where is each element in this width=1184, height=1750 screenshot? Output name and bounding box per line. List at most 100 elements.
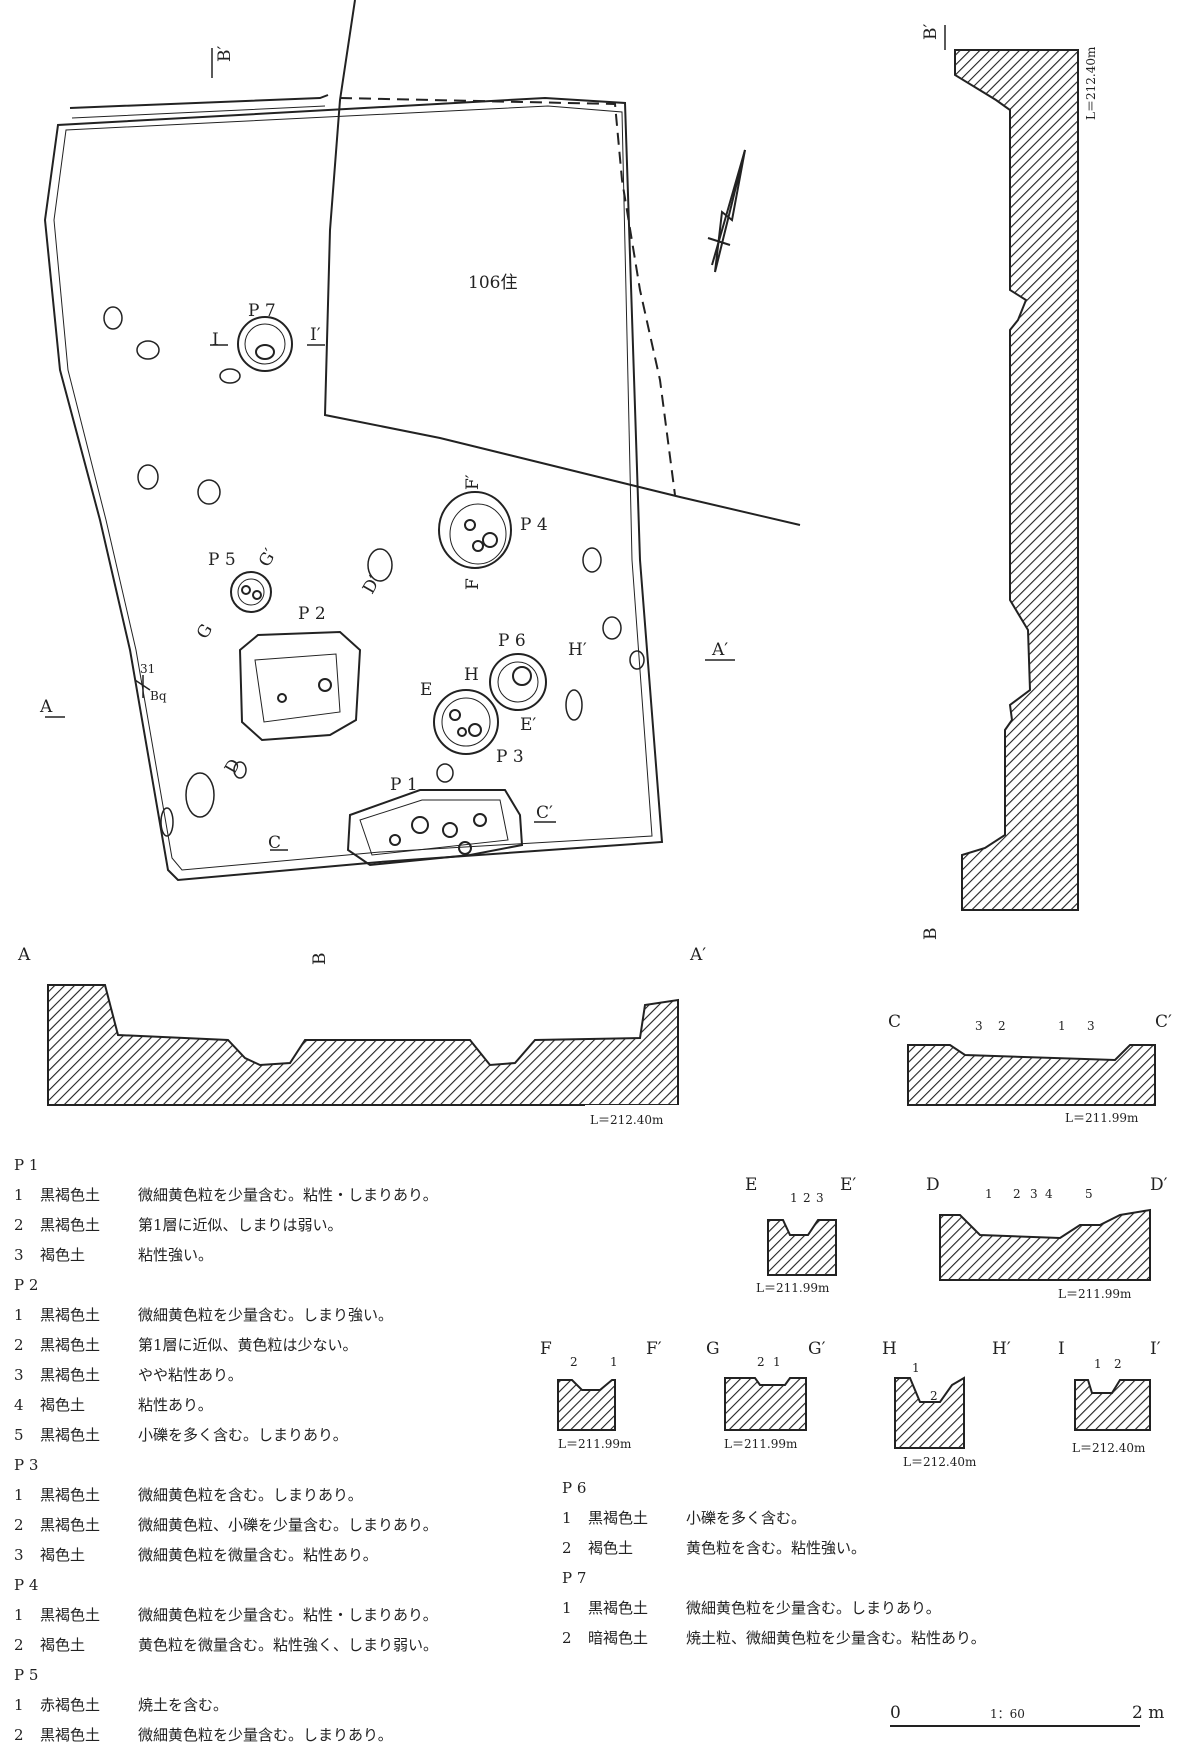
plan-labels: 106住 P 7 P 4 P 5 P 2 P 6 P 3 P 1 31 Bq I…: [39, 46, 728, 965]
marker-F2: F′: [463, 474, 483, 490]
soil-type: 黒褐色土: [40, 1606, 101, 1624]
EE-layer: 3: [816, 1191, 824, 1205]
DD-layer: 3: [1030, 1187, 1038, 1201]
soil-type: 黒褐色土: [40, 1216, 101, 1234]
EE-right: E′: [840, 1175, 856, 1195]
FF-right: F′: [646, 1339, 662, 1359]
soil-type: 黒褐色土: [40, 1426, 101, 1444]
soil-type: 黒褐色土: [40, 1336, 101, 1354]
FF-left: F: [540, 1339, 552, 1359]
section-II: I I′ 1 2 L＝212.40m: [1058, 1339, 1161, 1455]
section-FF: F F′ 2 1 L＝211.99m: [540, 1339, 662, 1451]
layer-number: 5: [14, 1426, 24, 1444]
layer-number: 3: [14, 1366, 24, 1384]
scale-bar: 0 1：60 2 m: [890, 1703, 1164, 1727]
pit-label-p3: P 3: [496, 747, 524, 767]
pit-label-p6: P 6: [498, 631, 526, 651]
CC-layer: 2: [998, 1019, 1006, 1033]
CC-left: C: [888, 1012, 901, 1032]
soil-type: 黒褐色土: [40, 1486, 101, 1504]
marker-I: I: [212, 330, 219, 350]
pit-p6: [489, 653, 547, 711]
soil-type: 黒褐色土: [588, 1509, 649, 1527]
marker-E2: E′: [520, 715, 536, 735]
soil-description: 微細黄色粒、小礫を少量含む。しまりあり。: [138, 1516, 438, 1534]
BB-bottom: B: [921, 928, 941, 941]
GG-layer: 1: [773, 1355, 781, 1369]
pit-p2: [238, 630, 362, 742]
II-left: I: [1058, 1339, 1065, 1359]
AA-level: L＝212.40m: [590, 1113, 664, 1127]
layer-number: 1: [14, 1486, 24, 1504]
section-GG: G G′ 2 1 L＝211.99m: [706, 1339, 826, 1451]
soil-description: 焼土粒、微細黄色粒を少量含む。粘性あり。: [686, 1629, 986, 1647]
legend-pit-heading: P 5: [14, 1666, 39, 1684]
marker-D2: D′: [359, 572, 385, 597]
soil-type: 黒褐色土: [40, 1516, 101, 1534]
marker-G2: G′: [255, 545, 281, 570]
soil-type: 黒褐色土: [40, 1306, 101, 1324]
marker-E: E: [420, 680, 432, 700]
CC-level: L＝211.99m: [1065, 1111, 1139, 1125]
layer-number: 3: [14, 1246, 24, 1264]
soil-description: 粘性あり。: [138, 1396, 213, 1414]
soil-description: 黄色粒を微量含む。粘性強く、しまり弱い。: [138, 1636, 439, 1654]
DD-layer: 1: [985, 1187, 993, 1201]
EE-layer: 2: [803, 1191, 811, 1205]
FF-layer: 2: [570, 1355, 578, 1369]
marker-I2: I′: [310, 325, 321, 345]
section-EE: E E′ 1 2 3 L＝211.99m: [745, 1175, 856, 1295]
soil-description: 黄色粒を含む。粘性強い。: [686, 1539, 867, 1557]
soil-description: 微細黄色粒を少量含む。しまりあり。: [686, 1599, 941, 1617]
marker-G: G: [193, 621, 217, 643]
DD-level: L＝211.99m: [1058, 1287, 1132, 1301]
grid-label-code: Bq: [150, 689, 167, 703]
dwelling-outline-inner: [53, 105, 653, 871]
CC-layer: 3: [1087, 1019, 1095, 1033]
grid-label-number: 31: [140, 662, 155, 676]
soil-type: 褐色土: [40, 1636, 86, 1654]
soil-description: 微細黄色粒を含む。しまりあり。: [138, 1486, 363, 1504]
layer-number: 1: [14, 1186, 24, 1204]
scale-zero: 0: [890, 1703, 901, 1723]
plan-view: [43, 0, 801, 882]
soil-description: 第1層に近似、しまりは弱い。: [138, 1216, 343, 1234]
section-AA: A A′ L＝212.40m: [17, 945, 706, 1127]
DD-layer: 2: [1013, 1187, 1021, 1201]
CC-layer: 1: [1058, 1019, 1066, 1033]
soil-type: 黒褐色土: [40, 1726, 101, 1744]
layer-number: 2: [562, 1629, 572, 1647]
north-arrow-icon: [707, 149, 746, 273]
marker-D: D: [221, 756, 245, 778]
HH-left: H: [882, 1339, 897, 1359]
soil-type: 褐色土: [40, 1396, 86, 1414]
legend-layer-row: 2 褐色土 黄色粒を微量含む。粘性強く、しまり弱い。: [14, 1630, 574, 1660]
soil-description: 微細黄色粒を少量含む。しまりあり。: [138, 1726, 393, 1744]
soil-type: 黒褐色土: [40, 1186, 101, 1204]
layer-number: 3: [14, 1546, 24, 1564]
marker-F: F: [463, 578, 483, 590]
marker-C2: C′: [536, 803, 553, 823]
GG-left: G: [706, 1339, 720, 1359]
DD-layer: 5: [1085, 1187, 1093, 1201]
marker-B: B: [310, 953, 330, 966]
marker-C: C: [268, 833, 281, 853]
soil-type: 黒褐色土: [40, 1366, 101, 1384]
EE-left: E: [745, 1175, 757, 1195]
pit-label-p7: P 7: [248, 301, 276, 321]
GG-layer: 2: [757, 1355, 765, 1369]
soil-type: 褐色土: [40, 1246, 86, 1264]
BB-level: L＝212.40m: [1084, 46, 1098, 120]
house106-outline: [323, 0, 801, 526]
